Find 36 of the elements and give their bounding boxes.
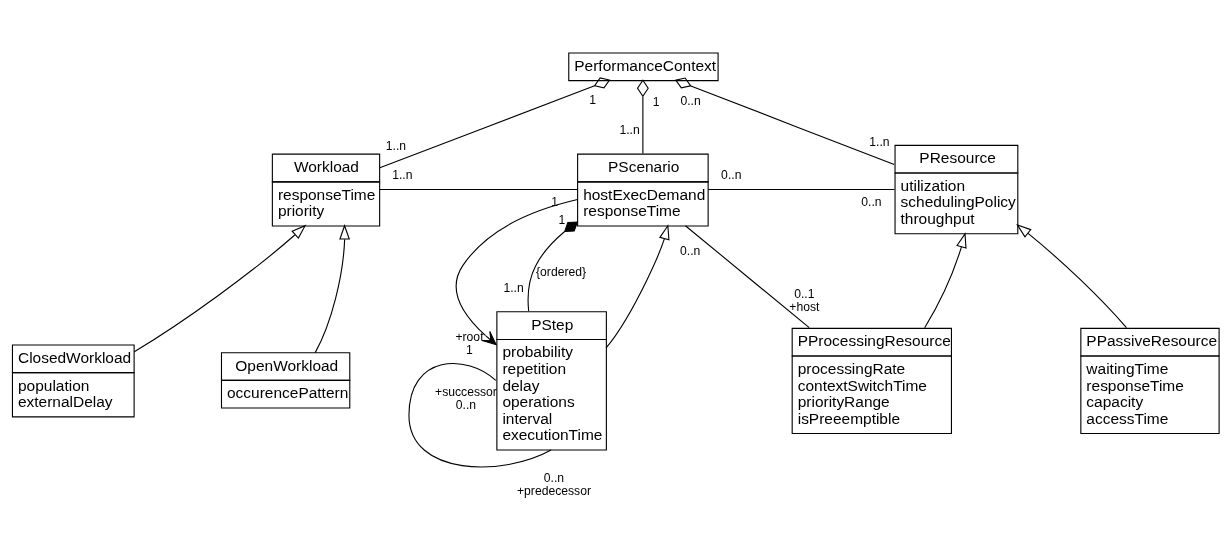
connector xyxy=(636,78,649,154)
connector xyxy=(684,224,810,328)
label: 1..n xyxy=(503,280,524,295)
arrow xyxy=(1016,223,1127,328)
label: 1..n xyxy=(385,138,407,153)
connector xyxy=(378,188,579,190)
connector xyxy=(674,76,895,165)
label: 0..n xyxy=(861,194,882,209)
label: 0..n xyxy=(455,397,477,412)
arrow xyxy=(605,223,670,348)
label: 0..1 xyxy=(794,286,815,301)
label: 1..n xyxy=(619,122,640,137)
node-box: PerformanceContext xyxy=(568,51,719,81)
connector xyxy=(378,76,611,169)
label: 0..n xyxy=(680,93,701,108)
arrow xyxy=(133,224,307,352)
label: 0..n xyxy=(721,167,742,182)
connector xyxy=(707,188,895,190)
arrow xyxy=(314,223,351,353)
label: 0..n xyxy=(680,243,701,258)
label: +root xyxy=(455,329,484,344)
edge-label: {ordered} xyxy=(536,264,587,279)
label: 1 xyxy=(466,342,473,357)
label: +predecessor xyxy=(516,483,591,498)
label: 1..n xyxy=(869,134,890,149)
arrow xyxy=(924,231,967,328)
arrow xyxy=(455,198,579,345)
label: +host xyxy=(789,299,820,314)
connector xyxy=(527,220,579,312)
label: 1 xyxy=(551,194,558,209)
label: 1 xyxy=(558,212,566,227)
label: 0..n xyxy=(543,470,565,485)
connector xyxy=(408,362,552,467)
label: 1..n xyxy=(392,167,413,182)
label: 1 xyxy=(652,94,660,109)
label: 1 xyxy=(589,92,597,107)
